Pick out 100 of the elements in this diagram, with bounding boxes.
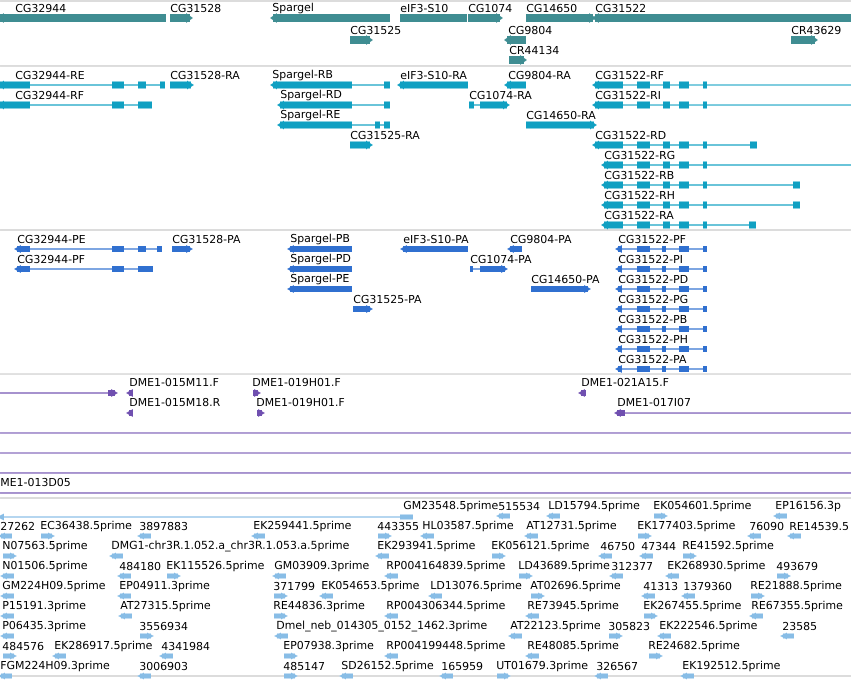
feature-label: AT22123.5prime bbox=[510, 620, 600, 632]
feature-label: CG31522-PG bbox=[618, 294, 688, 304]
feature-label: LD13076.5prime bbox=[431, 580, 522, 592]
feature-label: CG32944-RF bbox=[16, 90, 84, 100]
feature-label: CG32944-PF bbox=[18, 254, 84, 264]
feature-label: CG32944-RE bbox=[16, 70, 84, 80]
feature-label: EP04911.3prime bbox=[120, 580, 210, 592]
feature-label: CG9804-RA bbox=[508, 70, 571, 80]
feature-label: 23585 bbox=[783, 622, 816, 630]
feature-label: RE14539.5 bbox=[790, 522, 848, 530]
feature-label: 485147 bbox=[284, 662, 324, 670]
feature-label: RE41592.5prime bbox=[683, 540, 774, 552]
feature-label: LD15794.5prime bbox=[549, 500, 640, 512]
feature-label: Spargel-PE bbox=[290, 274, 349, 284]
feature-label: 371799 bbox=[274, 582, 314, 590]
feature-label: CG31522-RG bbox=[604, 150, 674, 160]
feature-label: CG14650-RA bbox=[526, 110, 596, 120]
feature-label: CG31522-PA bbox=[618, 354, 686, 364]
feature-label: EK056121.5prime bbox=[492, 540, 589, 552]
feature-label: Spargel-RE bbox=[280, 110, 340, 120]
feature-label: GM23548.5prime bbox=[404, 500, 498, 512]
feature-label: CR44134 bbox=[510, 46, 559, 54]
feature-label: AT02696.5prime bbox=[530, 580, 620, 592]
feature-label: CG31522-RF bbox=[596, 70, 664, 80]
feature-label: DME1-015M11.F bbox=[130, 378, 218, 386]
feature-label: N01506.5prime bbox=[3, 560, 87, 572]
feature-label: 3897883 bbox=[140, 522, 188, 530]
feature-label: CG31522-RH bbox=[604, 190, 674, 200]
feature-label: DME1-019H01.F bbox=[257, 398, 344, 406]
feature-label: EC36438.5prime bbox=[41, 520, 132, 532]
feature-label: CG9804-PA bbox=[510, 234, 572, 244]
feature-label: CG31522-PD bbox=[618, 274, 688, 284]
feature-label: FGM224H09.3prime bbox=[1, 660, 110, 672]
feature-label: CG1074-RA bbox=[470, 90, 532, 100]
feature-label: CG31522-PF bbox=[618, 234, 686, 244]
feature-label: LD43689.5prime bbox=[519, 560, 610, 572]
feature-label: CG31528-RA bbox=[170, 70, 240, 80]
feature-label: AT12731.5prime bbox=[526, 520, 616, 532]
feature-label: 484576 bbox=[2, 642, 44, 650]
feature-label: CG31522-PB bbox=[618, 314, 686, 324]
feature-label: eIF3-S10-RA bbox=[400, 70, 467, 80]
feature-label: Spargel-PB bbox=[290, 234, 350, 244]
feature-label: 515534 bbox=[499, 502, 540, 510]
feature-label: RE21888.5prime bbox=[751, 580, 842, 592]
feature-label: DMG1-chr3R.1.052.a_chr3R.1.053.a.5prime bbox=[112, 540, 349, 552]
feature-label: eIF3-S10 bbox=[400, 4, 448, 12]
feature-label: GM224H09.5prime bbox=[2, 580, 105, 592]
feature-label: eIF3-S10-PA bbox=[404, 234, 468, 244]
feature-label: CG31522-RD bbox=[596, 130, 666, 140]
feature-label: 46750 bbox=[600, 542, 634, 550]
feature-label: 493679 bbox=[776, 562, 818, 570]
feature-label: N07563.5prime bbox=[3, 540, 87, 552]
feature-label: DME1-021A15.F bbox=[582, 378, 668, 386]
feature-label: CG31525-PA bbox=[354, 294, 422, 304]
feature-label: 312377 bbox=[612, 562, 652, 570]
feature-label: EK267455.5prime bbox=[644, 600, 741, 612]
feature-label: CG14650-PA bbox=[532, 274, 600, 284]
feature-label: DME1-015M18.R bbox=[130, 398, 220, 406]
feature-label: CG31525 bbox=[350, 26, 400, 34]
feature-label: RE44836.3prime bbox=[274, 600, 364, 612]
feature-label: Spargel-RD bbox=[280, 90, 342, 100]
feature-label: 305823 bbox=[609, 622, 650, 630]
feature-label: 1379360 bbox=[684, 582, 732, 590]
feature-label: 165959 bbox=[442, 662, 482, 670]
feature-label: RE67355.5prime bbox=[752, 600, 842, 612]
feature-label: 41313 bbox=[644, 582, 678, 590]
feature-label: EK286917.5prime bbox=[55, 640, 152, 652]
feature-label: CG31522-RB bbox=[604, 170, 674, 180]
feature-label: HL03587.5prime bbox=[423, 520, 514, 532]
feature-label: CG31528 bbox=[170, 4, 220, 12]
feature-label: CG31522-PH bbox=[618, 334, 687, 344]
feature-label: EK177403.5prime bbox=[638, 520, 735, 532]
feature-label: EK268930.5prime bbox=[668, 560, 765, 572]
feature-label: CG14650 bbox=[526, 4, 576, 12]
feature-label: RE73945.5prime bbox=[528, 600, 618, 612]
feature-label: DME1-019H01.F bbox=[253, 378, 340, 386]
feature-label: CG31522-RA bbox=[604, 210, 674, 220]
feature-label: 47344 bbox=[642, 542, 676, 550]
feature-label: RE24682.5prime bbox=[649, 640, 740, 652]
feature-label: AT27315.5prime bbox=[120, 600, 210, 612]
feature-label: CG31522 bbox=[596, 4, 646, 12]
feature-label: CG1074 bbox=[468, 4, 512, 12]
feature-label: RP004306344.5prime bbox=[387, 600, 505, 612]
feature-label: SD26152.5prime bbox=[342, 660, 434, 672]
feature-label: CR43629 bbox=[792, 26, 840, 34]
feature-label: EK115526.5prime bbox=[167, 560, 264, 572]
feature-label: CG1074-PA bbox=[470, 254, 532, 264]
feature-label: CG32944-PE bbox=[18, 234, 85, 244]
feature-label: CG31528-PA bbox=[172, 234, 240, 244]
feature-label: EK192512.5prime bbox=[683, 660, 780, 672]
feature-label: 443355 bbox=[378, 522, 418, 530]
feature-label: CG31525-RA bbox=[350, 130, 420, 140]
feature-label: RP004199448.5prime bbox=[387, 640, 505, 652]
feature-label: RE48085.5prime bbox=[528, 640, 618, 652]
feature-label: 4341984 bbox=[162, 642, 210, 650]
feature-label: Spargel-PD bbox=[290, 254, 350, 264]
feature-label: P06435.3prime bbox=[3, 620, 86, 632]
feature-label: RP004164839.5prime bbox=[387, 560, 505, 572]
feature-label: EP07938.3prime bbox=[284, 640, 374, 652]
feature-label: CG31522-RI bbox=[596, 90, 660, 100]
